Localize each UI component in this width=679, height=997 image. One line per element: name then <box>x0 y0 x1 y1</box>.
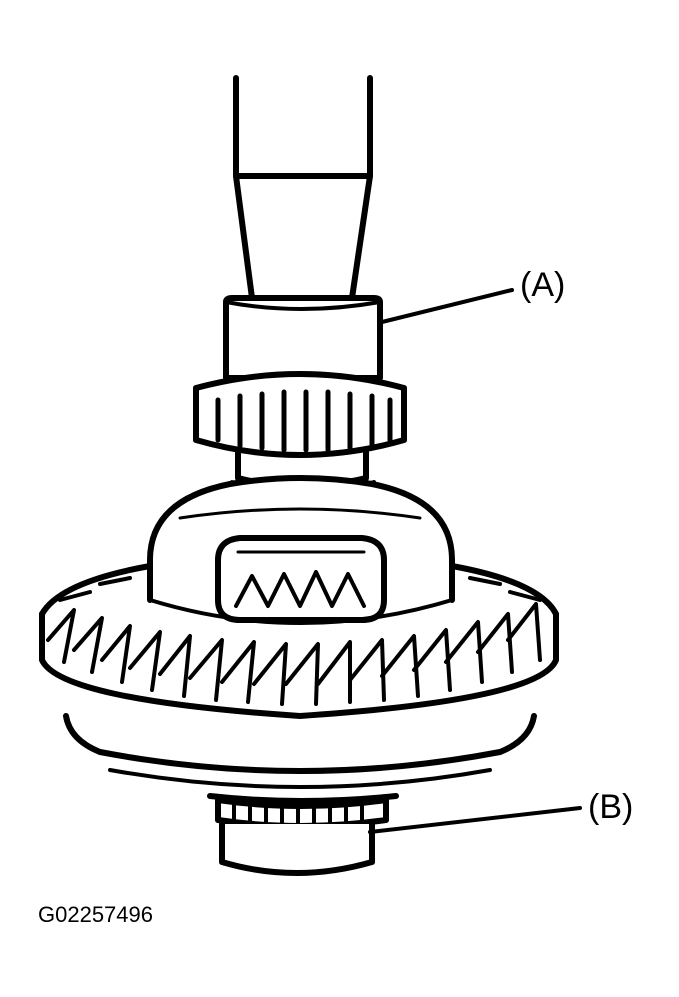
callout-a-label: (A) <box>520 266 566 304</box>
ring-gear <box>39 563 559 719</box>
case-flange <box>63 713 537 804</box>
leader-line-a <box>380 288 514 324</box>
callout-b-label: (B) <box>588 788 634 826</box>
adapter-a <box>223 295 383 381</box>
upper-bearing <box>193 371 407 458</box>
lower-bearing <box>215 797 389 829</box>
leader-line-b <box>368 806 582 834</box>
adapter-b <box>219 821 375 876</box>
figure-id: G02257496 <box>38 902 153 927</box>
installer-tool-handle <box>233 75 373 301</box>
